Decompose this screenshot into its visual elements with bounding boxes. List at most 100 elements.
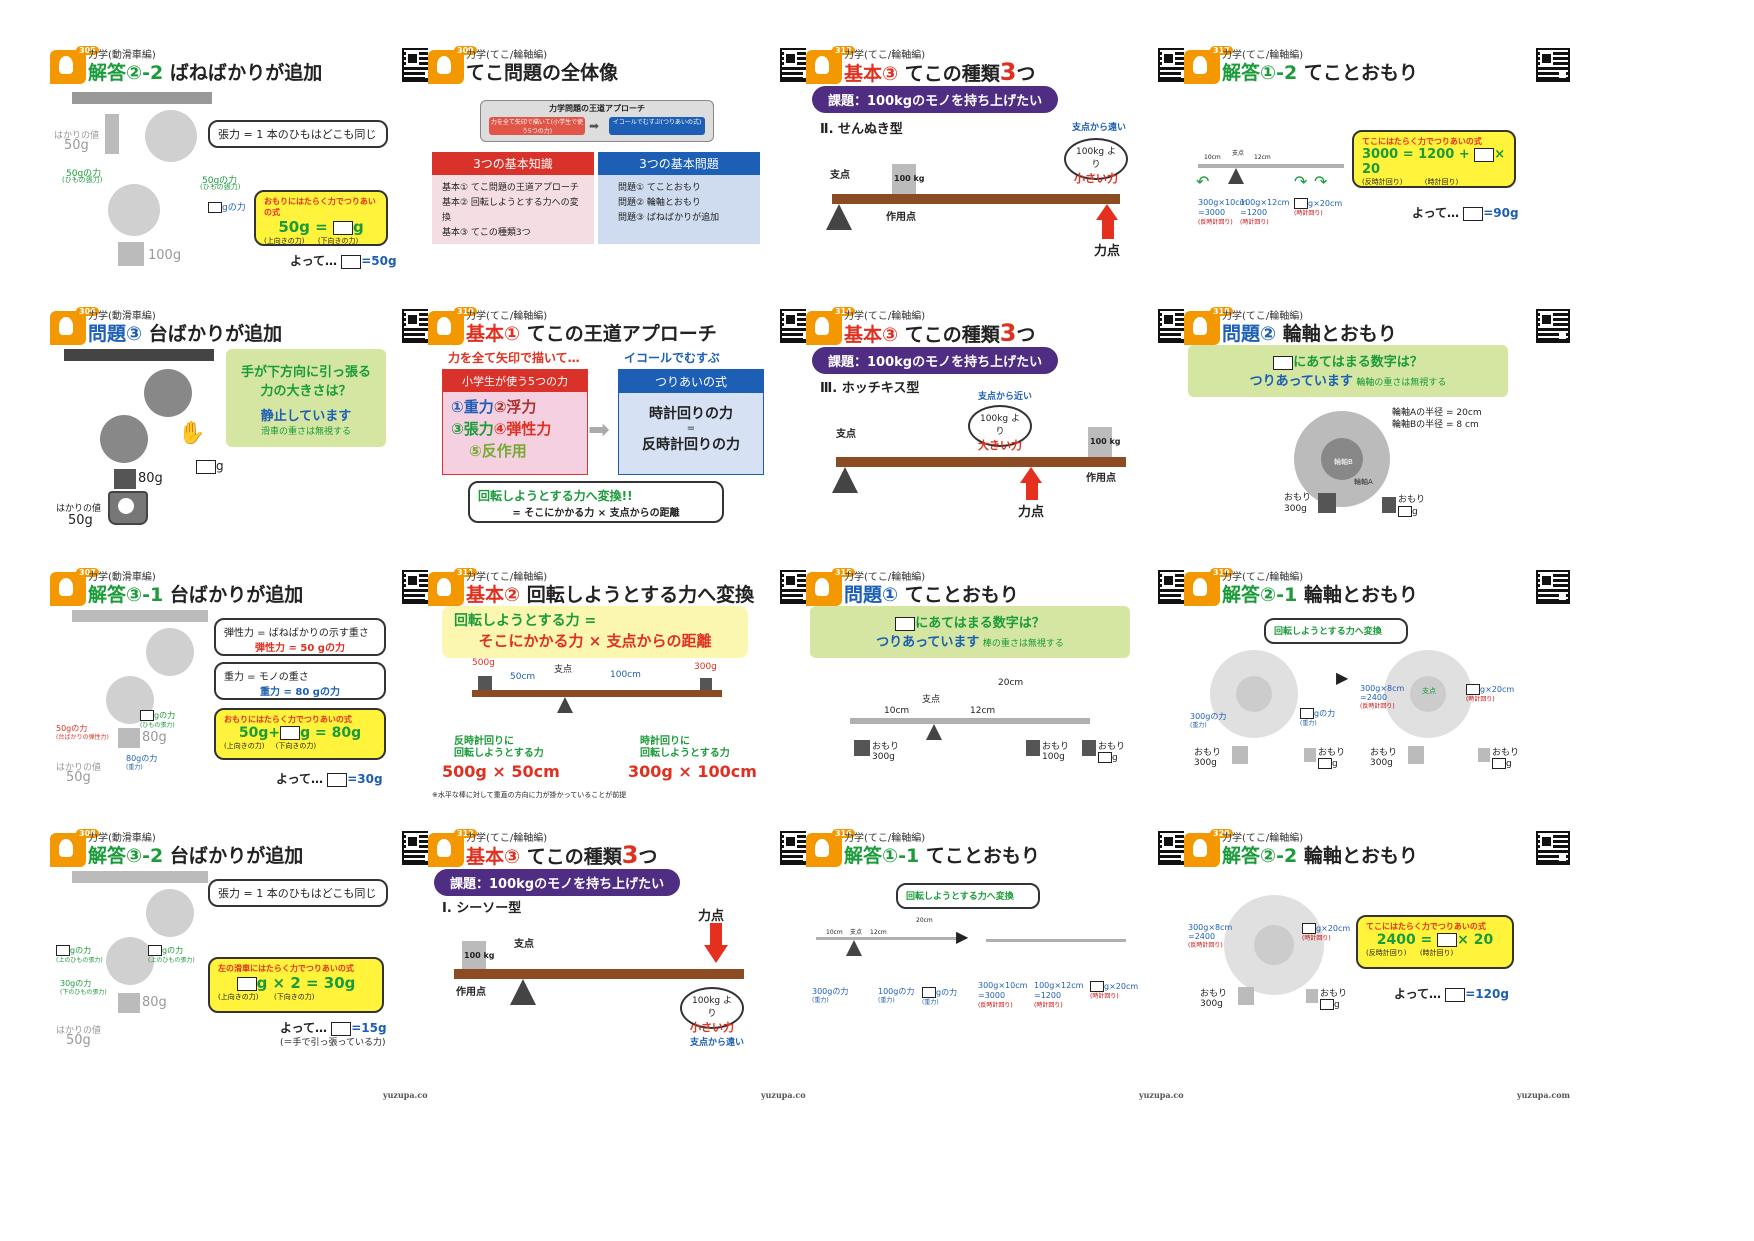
- weight-label: 80g: [138, 471, 163, 486]
- card-number: 313: [832, 46, 855, 55]
- card-number: 316: [832, 829, 855, 838]
- wheel-b-label: 輪軸B: [1334, 458, 1353, 466]
- card-number: 307: [76, 568, 99, 577]
- card-316: 316 力学(てこ/輪軸編) 解答①-1 てことおもり 回転しようとする力へ変換…: [806, 827, 1206, 1102]
- force-bubble: 100kg より小さい力: [680, 987, 744, 1034]
- lever-beam: [832, 194, 1120, 204]
- far-label: 支点から遠い: [1072, 123, 1127, 133]
- force-3: 30gの力(下のひもの張力): [60, 979, 107, 996]
- card-315: 315 力学(てこ/輪軸編) 問題① てことおもり にあてはまる数字は？ つりあ…: [806, 566, 1206, 841]
- force-bubble: 100kg より大きい力: [968, 405, 1032, 452]
- card-308: 308 力学(動滑車編) 解答③-2 台ばかりが追加 80g はかりの値 50g…: [50, 827, 450, 1102]
- card-title: 解答②-1 輪軸とおもり: [1222, 584, 1418, 606]
- footer: yuzupa.com: [1138, 1090, 1192, 1100]
- weight-label: 100 kg: [894, 174, 925, 183]
- ccw-arrow-icon: ↶: [1196, 172, 1210, 191]
- fulcrum-label: 支点: [836, 429, 856, 440]
- qr-code-icon[interactable]: [1536, 309, 1570, 343]
- lever-beam-right: [986, 939, 1126, 942]
- meter-value: 50g: [64, 138, 89, 153]
- card-subject: 力学(てこ/輪軸編): [1222, 50, 1304, 61]
- ceiling: [72, 871, 208, 883]
- fixed-pulley: [146, 889, 194, 937]
- force-2: 100gの力(重力): [878, 987, 915, 1004]
- fulcrum: [926, 724, 942, 740]
- weight-100kg: [462, 941, 486, 971]
- ceiling: [72, 610, 208, 622]
- force-bubble: 100kg より小さい力: [1064, 138, 1128, 185]
- equation-callout: おもりにはたらく力でつりあいの式 50g+g = 80g (上向きの力) (下向…: [214, 708, 386, 760]
- lever-type: Ⅲ. ホッチキス型: [820, 381, 920, 396]
- tension-callout: 張力 = 1 本のひもはどこも同じ: [208, 120, 388, 148]
- footer: yuzupa.com: [382, 1090, 436, 1100]
- card-311: 311 力学(てこ/輪軸編) 基本② 回転しようとする力へ変換 回転しようとする…: [428, 566, 828, 841]
- card-subject: 力学(てこ/輪軸編): [1222, 833, 1304, 844]
- card-number: 305: [76, 46, 99, 55]
- wheel-b: [1321, 438, 1363, 480]
- fulcrum: [846, 940, 862, 956]
- royal-road-box: 力学問題の王道アプローチ 力を全て矢印で描いて(小学生で使う5つの力) ➡ イコ…: [480, 100, 714, 142]
- moment-3: g×20cm(時計回り): [1294, 198, 1343, 217]
- card-title: 解答②-2 輪軸とおもり: [1222, 845, 1418, 867]
- weight-100kg: [1088, 427, 1112, 457]
- meter-label: はかりの値: [56, 763, 102, 773]
- answer: よって… =90g: [1412, 206, 1519, 221]
- list-item[interactable]: 基本① てこ問題の王道アプローチ: [442, 183, 579, 193]
- spring-scale: [105, 114, 119, 154]
- list-item[interactable]: 基本③ てこの種類3つ: [442, 228, 531, 238]
- moment-1: 300g×8cm=2400(反時計回り): [1360, 684, 1405, 710]
- fulcrum: [510, 979, 536, 1005]
- list-item[interactable]: 問題② 輪軸とおもり: [618, 198, 701, 208]
- scale-icon: [108, 491, 148, 525]
- effort-arrow: [1096, 204, 1118, 220]
- fulcrum: [1228, 168, 1244, 184]
- weight-label: 80g: [142, 730, 167, 745]
- dist-label: 10cm: [826, 929, 843, 936]
- equation-callout: てこにはたらく力でつりあいの式 2400 = × 20 (反時計回り) (時計回…: [1356, 915, 1514, 969]
- force-left-sub: (ひもの張力): [62, 176, 103, 184]
- list-item[interactable]: 問題① てことおもり: [618, 183, 701, 193]
- weight-left-label: 500g: [472, 658, 495, 668]
- card-title: 解答①-2 てことおもり: [1222, 62, 1418, 84]
- card-314: 314 力学(てこ/輪軸編) 基本③ てこの種類3つ 課題：100kgのモノを持…: [806, 305, 1206, 580]
- yuzupa-logo-icon: [50, 311, 86, 345]
- dist-3: 20cm: [998, 678, 1024, 688]
- radius-a: 輪軸Aの半径 = 20cm: [1392, 408, 1482, 418]
- fulcrum-label: 支点: [1232, 150, 1245, 157]
- list-item[interactable]: 基本② 回転しようとする力への変換: [442, 198, 579, 223]
- card-number: 311: [454, 568, 477, 577]
- card-307: 307 力学(動滑車編) 解答③-1 台ばかりが追加 80g はかりの値 50g…: [50, 566, 450, 841]
- card-subject: 力学(てこ/輪軸編): [1222, 572, 1304, 583]
- lever-beam: [850, 718, 1090, 724]
- moment-2: 100g×12cm=1200(時計回り): [1034, 981, 1084, 1009]
- card-subject: 力学(てこ/輪軸編): [844, 50, 926, 61]
- footer: yuzupa.com: [1516, 1090, 1570, 1100]
- yuzupa-logo-icon: [1184, 50, 1220, 84]
- weight-b: [1382, 497, 1396, 513]
- card-number: 315: [832, 568, 855, 577]
- task-band: 課題：100kgのモノを持ち上げたい: [812, 86, 1059, 113]
- answer: よって… =30g: [276, 772, 383, 787]
- list-item[interactable]: 問題③ ばねばかりが追加: [618, 213, 720, 223]
- qr-code-icon[interactable]: [1536, 570, 1570, 604]
- weight-b: [1304, 748, 1316, 762]
- moment-1: 300g×10cm=3000(反時計回り): [1198, 198, 1248, 226]
- weight-b2: [1478, 748, 1490, 762]
- wheel-right-inner: [1410, 676, 1446, 712]
- card-title: 基本① てこの王道アプローチ: [466, 323, 717, 345]
- answer-blank[interactable]: g: [196, 459, 224, 474]
- effort-arrow-shaft: [1026, 482, 1038, 500]
- meter-label: はかりの値: [54, 131, 100, 141]
- card-subject: 力学(てこ/輪軸編): [466, 50, 548, 61]
- qr-code-icon[interactable]: [1536, 831, 1570, 865]
- qr-code-icon[interactable]: [1536, 48, 1570, 82]
- rotation-callout: 回転しようとする力へ変換: [896, 883, 1040, 909]
- fulcrum: [826, 204, 852, 230]
- yuzupa-logo-icon: [428, 572, 464, 606]
- force-2: gの力(上のひもの張力): [148, 945, 195, 964]
- card-subject: 力学(動滑車編): [88, 50, 156, 61]
- equation-callout: おもりにはたらく力でつりあいの式 50g = g (上向きの力) (下向きの力): [254, 190, 388, 246]
- card-313: 313 力学(てこ/輪軸編) 基本③ てこの種類3つ 課題：100kgのモノを持…: [806, 44, 1206, 319]
